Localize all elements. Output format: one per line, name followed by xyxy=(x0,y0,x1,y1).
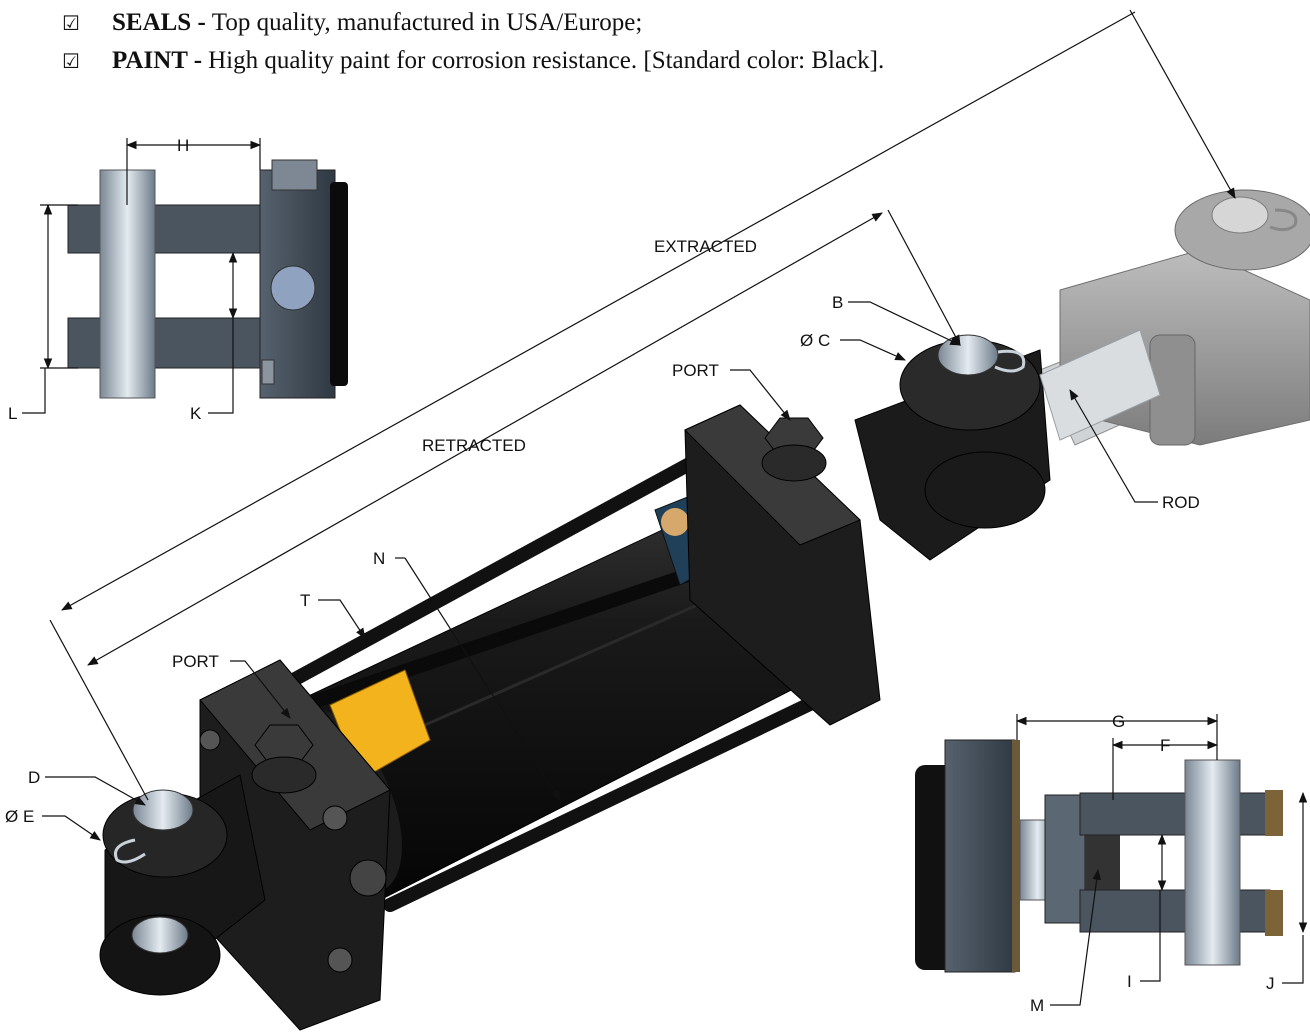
label-h: H xyxy=(177,136,189,155)
inset-clevis-side-view xyxy=(67,159,348,399)
label-g: G xyxy=(1112,712,1125,731)
feature-list: ☑ SEALS - Top quality, manufactured in U… xyxy=(62,4,1162,80)
checkbox-checked-icon: ☑ xyxy=(62,49,80,73)
label-i: I xyxy=(1127,972,1132,991)
dimension-lines xyxy=(22,9,1308,1006)
bullet-seals: ☑ SEALS - Top quality, manufactured in U… xyxy=(62,4,1162,42)
label-c: Ø C xyxy=(800,331,830,350)
bullet-paint: ☑ PAINT - High quality paint for corrosi… xyxy=(62,42,1162,80)
label-n: N xyxy=(373,549,385,568)
bullet-title: PAINT - xyxy=(112,47,203,74)
label-f: F xyxy=(1160,736,1170,755)
label-retracted: RETRACTED xyxy=(422,436,526,455)
bullet-text: Top quality, manufactured in USA/Europe; xyxy=(211,9,643,36)
bullet-title: SEALS - xyxy=(112,9,206,36)
checkbox-checked-icon: ☑ xyxy=(62,11,80,35)
bullet-text: High quality paint for corrosion resista… xyxy=(208,47,885,74)
label-b: B xyxy=(832,293,843,312)
label-d: D xyxy=(28,768,40,787)
label-j: J xyxy=(1266,974,1275,993)
label-e: Ø E xyxy=(5,807,34,826)
label-port-bottom: PORT xyxy=(172,652,219,671)
label-m: M xyxy=(1030,996,1044,1015)
label-l: L xyxy=(8,404,17,423)
label-t: T xyxy=(300,591,310,610)
label-rod: ROD xyxy=(1162,493,1200,512)
label-port-top: PORT xyxy=(672,361,719,380)
inset-rod-end-view xyxy=(915,739,1283,973)
label-k: K xyxy=(190,404,202,423)
dimension-labels: EXTRACTED RETRACTED ROD PORT PORT B Ø C … xyxy=(5,136,1275,1015)
label-extracted: EXTRACTED xyxy=(654,237,757,256)
